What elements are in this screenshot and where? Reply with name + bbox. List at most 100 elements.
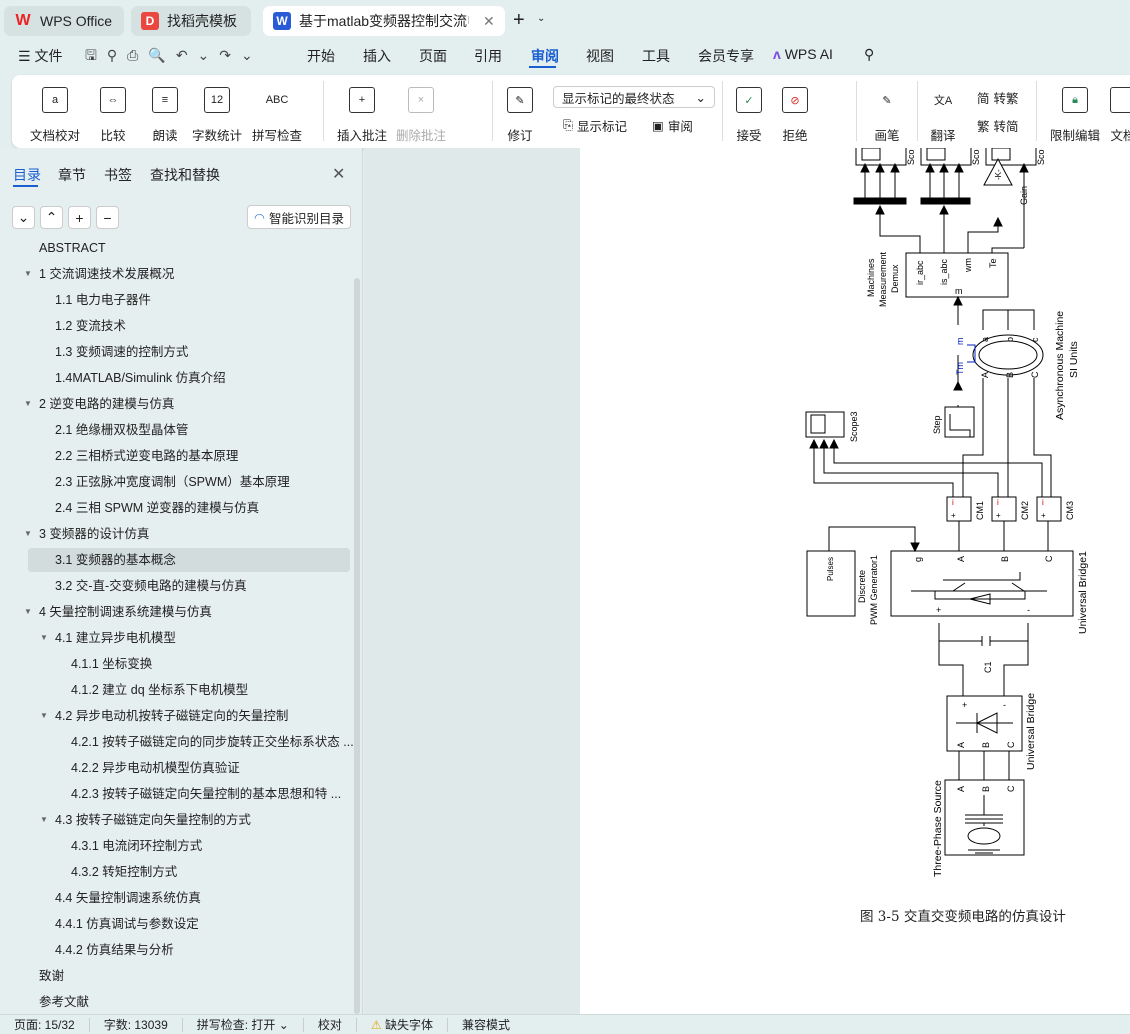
review-pane-button[interactable]: ▣审阅 (652, 116, 693, 135)
markup-view-select[interactable]: 显示标记的最终状态⌄ (553, 86, 715, 108)
expand-arrow-icon[interactable]: ▼ (40, 633, 48, 642)
toc-item[interactable]: 1.4MATLAB/Simulink 仿真介绍 (0, 366, 355, 390)
demote-button[interactable]: − (96, 206, 119, 229)
reject-button[interactable]: ⊘拒绝 (782, 87, 808, 144)
toc-item[interactable]: ▼4.2 异步电动机按转子磁链定向的矢量控制 (0, 704, 355, 728)
tab-bookmarks[interactable]: 书签 (104, 167, 132, 183)
new-tab-button[interactable]: + (513, 9, 525, 31)
expand-arrow-icon[interactable]: ▼ (24, 529, 32, 538)
show-markup-icon: ⎘ (563, 118, 574, 132)
toc-item[interactable]: ▼4.1 建立异步电机模型 (0, 626, 355, 650)
chevron-down-icon[interactable]: ⌄ (537, 13, 546, 24)
to-simplified-button[interactable]: 繁转简 (977, 116, 1019, 135)
menu-home[interactable]: 开始 (307, 48, 335, 64)
toc-item[interactable]: 参考文献 (0, 990, 355, 1014)
toc-item[interactable]: 2.4 三相 SPWM 逆变器的建模与仿真 (0, 496, 355, 520)
close-icon[interactable]: ✕ (483, 12, 495, 29)
toc-item[interactable]: 4.1.2 建立 dq 坐标系下电机模型 (0, 678, 355, 702)
svg-text:B: B (981, 742, 991, 748)
toc-item[interactable]: ▼4 矢量控制调速系统建模与仿真 (0, 600, 355, 624)
menu-insert[interactable]: 插入 (363, 48, 391, 64)
expand-arrow-icon[interactable]: ▼ (24, 399, 32, 408)
menu-review[interactable]: 审阅 (531, 48, 559, 64)
toc-item[interactable]: 3.1 变频器的基本概念 (28, 548, 350, 572)
toc-item[interactable]: ▼1 交流调速技术发展概况 (0, 262, 355, 286)
tab-toc[interactable]: 目录 (13, 167, 41, 183)
toc-item-label: 1.2 变流技术 (55, 319, 126, 333)
scrollbar[interactable] (354, 278, 360, 1014)
word-count[interactable]: 字数: 13039 (90, 1017, 183, 1032)
toc-item[interactable]: 2.3 正弦脉冲宽度调制（SPWM）基本原理 (0, 470, 355, 494)
toc-item[interactable]: 2.1 绝缘栅双极型晶体管 (0, 418, 355, 442)
menu-view[interactable]: 视图 (586, 48, 614, 64)
toc-item[interactable]: ▼4.3 按转子磁链定向矢量控制的方式 (0, 808, 355, 832)
toc-item[interactable]: 4.3.2 转矩控制方式 (0, 860, 355, 884)
proofread-status[interactable]: 校对 (304, 1017, 357, 1032)
toc-item[interactable]: 4.1.1 坐标变换 (0, 652, 355, 676)
navigation-pane: 目录 章节 书签 查找和替换 ✕ ⌄ ⌃ + − ◠智能识别目录 ABSTRAC… (0, 148, 363, 1014)
track-changes-button[interactable]: ✎修订 (507, 87, 533, 144)
compare-button[interactable]: ⇔比较 (100, 87, 126, 144)
tab-label: 基于matlab变频器控制交流电 (299, 13, 469, 29)
toc-item[interactable]: 4.2.2 异步电动机模型仿真验证 (0, 756, 355, 780)
toc-item[interactable]: 1.2 变流技术 (0, 314, 355, 338)
restrict-editing-button[interactable]: 🔒︎限制编辑 (1050, 87, 1100, 144)
toc-item[interactable]: 1.1 电力电子器件 (0, 288, 355, 312)
smart-toc-button[interactable]: ◠智能识别目录 (247, 205, 351, 229)
svg-text:CM1: CM1 (975, 501, 985, 520)
expand-arrow-icon[interactable]: ▼ (24, 269, 32, 278)
menu-member[interactable]: 会员专享 (698, 48, 754, 64)
page-count[interactable]: 页面: 15/32 (0, 1017, 90, 1032)
delete-comment-button[interactable]: ×删除批注 (396, 87, 446, 144)
search-icon[interactable]: ⚲ (864, 46, 875, 62)
document-button[interactable]: 文档 (1110, 87, 1130, 144)
wps-ai-button[interactable]: ʌ WPS AI (773, 46, 833, 62)
to-traditional-button[interactable]: 简转繁 (977, 88, 1019, 107)
toc-item[interactable]: ▼2 逆变电路的建模与仿真 (0, 392, 355, 416)
insert-comment-button[interactable]: +插入批注 (337, 87, 387, 144)
promote-button[interactable]: + (68, 206, 91, 229)
toc-item[interactable]: 2.2 三相桥式逆变电路的基本原理 (0, 444, 355, 468)
missing-font-status[interactable]: ⚠ 缺失字体 (357, 1017, 448, 1032)
toc-item[interactable]: 4.4 矢量控制调速系统仿真 (0, 886, 355, 910)
label: 翻译 (930, 129, 956, 143)
read-aloud-button[interactable]: ≡朗读 (152, 87, 178, 144)
toc-item[interactable]: ▼3 变频器的设计仿真 (0, 522, 355, 546)
toc-item[interactable]: ABSTRACT (0, 236, 355, 260)
toc-item[interactable]: 4.4.2 仿真结果与分析 (0, 938, 355, 962)
expand-down-button[interactable]: ⌄ (12, 206, 35, 229)
collapse-up-button[interactable]: ⌃ (40, 206, 63, 229)
toc-item[interactable]: 4.2.3 按转子磁链定向矢量控制的基本思想和特 ... (0, 782, 355, 806)
step-block (944, 406, 975, 438)
tab-sections[interactable]: 章节 (58, 167, 86, 183)
menu-tools[interactable]: 工具 (642, 48, 670, 64)
file-menu[interactable]: ☰ 文件 (18, 48, 63, 64)
spell-check-status[interactable]: 拼写检查: 打开 ⌄ (183, 1017, 304, 1032)
expand-arrow-icon[interactable]: ▼ (24, 607, 32, 616)
show-markup-button[interactable]: ⎘显示标记 (563, 116, 627, 135)
quick-access-toolbar[interactable]: 🖫⚲⎙🔍↶⌄↷⌄ (85, 47, 263, 63)
svg-text:Universal Bridge1: Universal Bridge1 (1077, 551, 1089, 634)
menu-references[interactable]: 引用 (474, 48, 502, 64)
svg-text:C: C (1044, 555, 1054, 562)
toc-item[interactable]: 4.2.1 按转子磁链定向的同步旋转正交坐标系状态 ... (0, 730, 355, 754)
pen-button[interactable]: ✎画笔 (874, 87, 900, 144)
toc-item[interactable]: 1.3 变频调速的控制方式 (0, 340, 355, 364)
toc-item[interactable]: 3.2 交-直-交变频电路的建模与仿真 (0, 574, 355, 598)
accept-button[interactable]: ✓接受 (736, 87, 762, 144)
toc-item[interactable]: 4.3.1 电流闭环控制方式 (0, 834, 355, 858)
expand-arrow-icon[interactable]: ▼ (40, 815, 48, 824)
close-icon[interactable]: ✕ (332, 166, 346, 183)
menu-page[interactable]: 页面 (419, 48, 447, 64)
toc-item[interactable]: 致谢 (0, 964, 355, 988)
tab-find-replace[interactable]: 查找和替换 (150, 167, 220, 183)
expand-arrow-icon[interactable]: ▼ (40, 711, 48, 720)
toc-item[interactable]: 4.4.1 仿真调试与参数设定 (0, 912, 355, 936)
